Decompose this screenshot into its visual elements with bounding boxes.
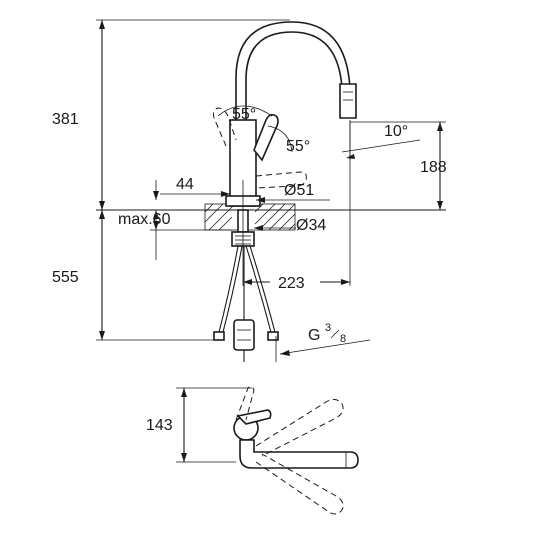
dim-top-view: 143 <box>146 417 173 434</box>
lever-alt-position <box>213 107 237 147</box>
spray-head <box>339 83 357 119</box>
thread-leader <box>279 339 371 355</box>
spray-angle-line <box>341 139 421 153</box>
front-view: 381 555 188 10° 55° 55° 44 Ø51 <box>52 19 447 362</box>
top-spout-alt-down <box>255 453 344 515</box>
thread-num: 3 <box>325 322 331 334</box>
thread-g: G <box>308 327 320 344</box>
thread-den: 8 <box>340 333 346 345</box>
lever <box>253 113 279 162</box>
dim-pullout-angle: 55° <box>286 138 310 155</box>
dim-diam-hole: Ø34 <box>296 217 326 234</box>
top-spout-alt-up <box>255 398 344 457</box>
top-lever-alt <box>235 385 255 421</box>
dim-max-counter: max.60 <box>118 211 171 228</box>
dim-spray-angle: 10° <box>384 123 408 140</box>
dim-diam-body: Ø51 <box>284 182 314 199</box>
dim-555: 555 <box>52 269 79 286</box>
lever-side-alt <box>255 171 307 189</box>
counter-hatch <box>204 203 296 231</box>
dim-381: 381 <box>52 111 79 128</box>
lever-angle-arc <box>217 105 273 117</box>
dim-reach: 223 <box>278 275 305 292</box>
top-view: 143 <box>146 385 359 515</box>
dim-lever-offset: 44 <box>176 176 194 193</box>
dim-lever-angle: 55° <box>232 106 256 123</box>
hose-right-fitting <box>267 331 279 341</box>
dim-188: 188 <box>420 159 447 176</box>
hose-weight <box>233 319 255 351</box>
hose-right <box>245 245 273 337</box>
top-spout <box>239 439 359 469</box>
pullout-angle-arc <box>267 125 293 153</box>
hose-left-fitting <box>213 331 225 341</box>
hose-left <box>217 245 239 337</box>
top-lever <box>236 409 272 425</box>
